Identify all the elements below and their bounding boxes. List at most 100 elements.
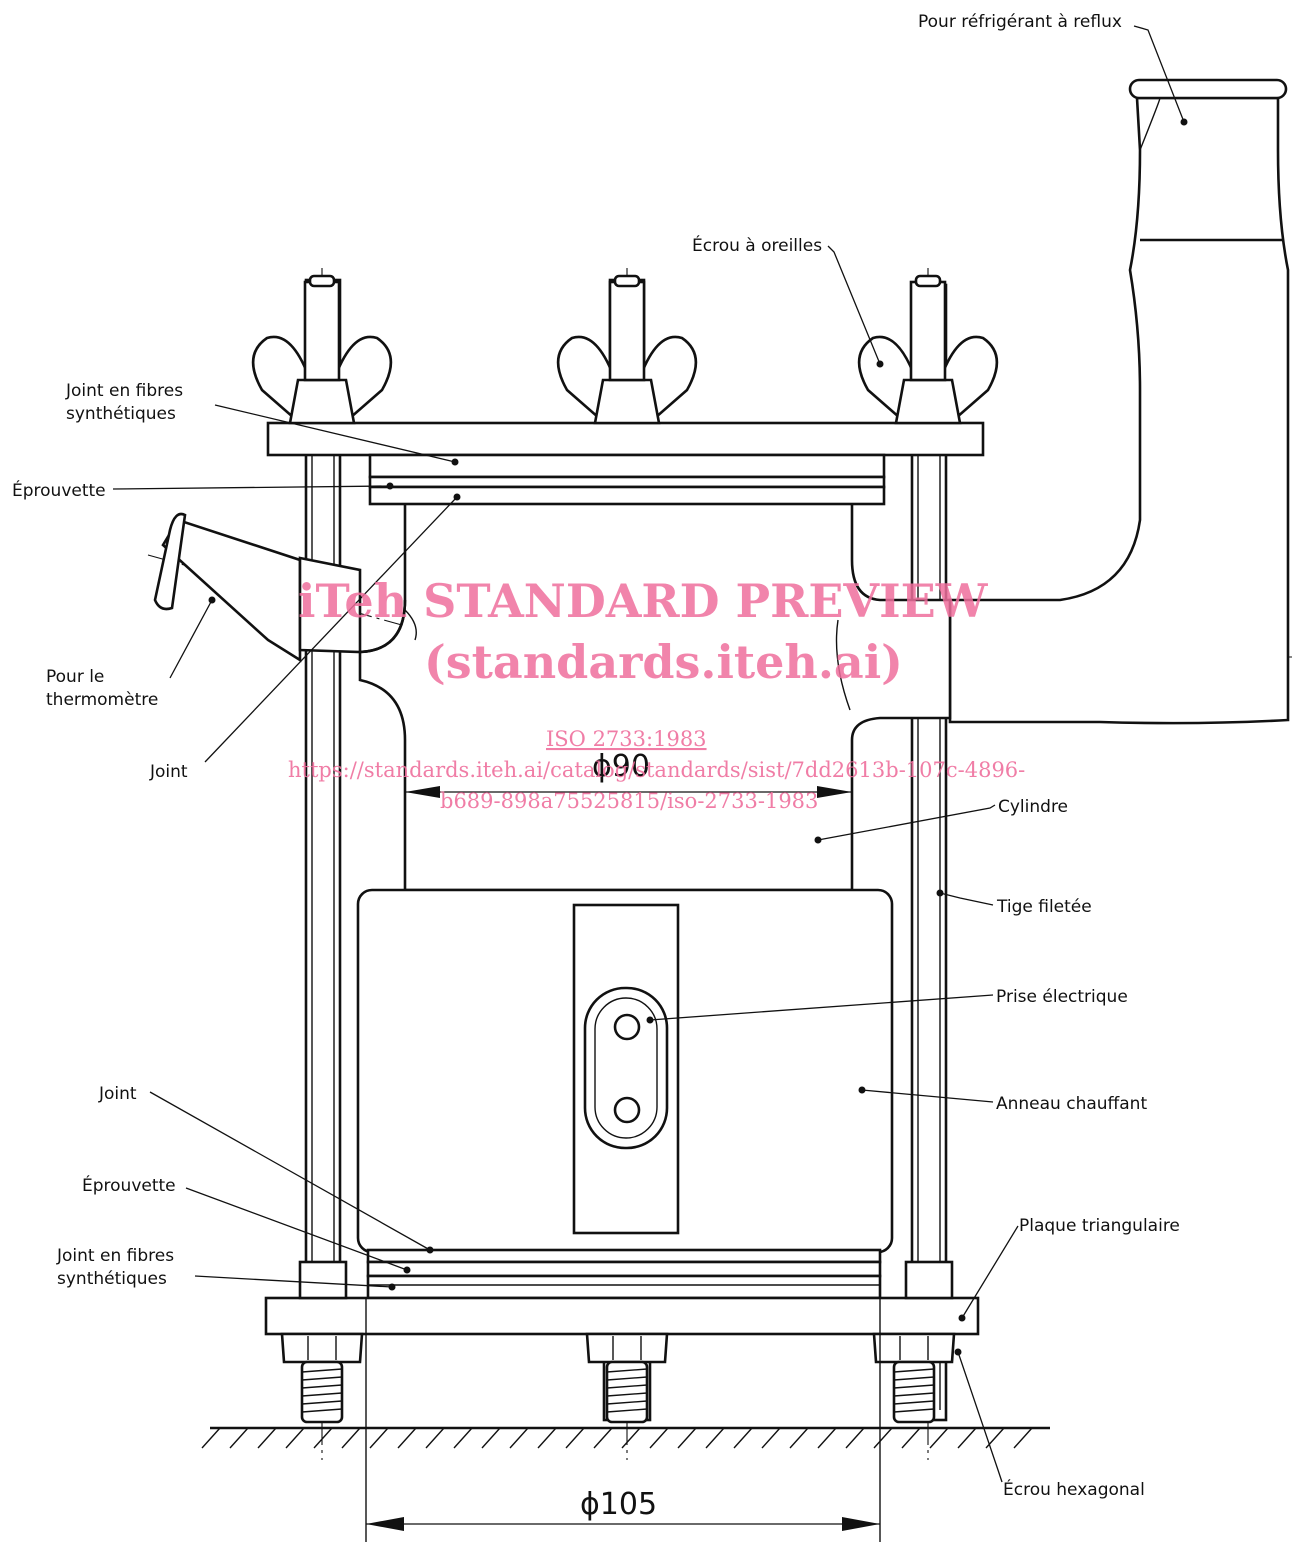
reflux-condenser-tube xyxy=(948,78,1290,725)
label-threaded-rod: Tige filetée xyxy=(996,897,1092,917)
hatch-line xyxy=(537,1427,557,1449)
wing-nut xyxy=(857,274,999,425)
hatch-line xyxy=(201,1427,221,1449)
rod-top xyxy=(909,280,947,382)
thread-line xyxy=(606,1400,648,1405)
hatch-line xyxy=(229,1427,249,1449)
wing-nut xyxy=(251,274,393,425)
thread-line xyxy=(893,1392,935,1397)
thread-line xyxy=(893,1376,935,1381)
hex-nut-body xyxy=(872,1332,956,1364)
hatch-line xyxy=(341,1427,361,1449)
wing-nut xyxy=(556,274,698,425)
label-gasket-low-1: Joint en fibres xyxy=(56,1246,174,1266)
hatch-line xyxy=(313,1427,333,1449)
label-plate: Plaque triangulaire xyxy=(1019,1216,1180,1236)
hatch-line xyxy=(705,1427,725,1449)
label-cylinder: Cylindre xyxy=(998,797,1068,817)
thread-line xyxy=(301,1408,343,1413)
thread-line xyxy=(893,1408,935,1413)
hatch-line xyxy=(733,1427,753,1449)
thread-line xyxy=(301,1376,343,1381)
label-specimen-low: Éprouvette xyxy=(82,1174,176,1196)
label-thermometer-2: thermomètre xyxy=(46,690,158,710)
watermark-url-1[interactable]: https://standards.iteh.ai/catalog/standa… xyxy=(288,758,1025,782)
leader-lines xyxy=(112,25,1188,1483)
label-joint-mid: Joint xyxy=(149,762,188,782)
label-wing-nut: Écrou à oreilles xyxy=(692,234,822,256)
hatch-line xyxy=(789,1427,809,1449)
thread-line xyxy=(301,1368,343,1373)
top-plate xyxy=(266,421,985,457)
hex-nut-body xyxy=(585,1332,669,1364)
hex-nut xyxy=(280,1332,364,1424)
wing-nut-body xyxy=(894,378,962,425)
thread-line xyxy=(606,1368,648,1373)
thread-line xyxy=(606,1384,648,1389)
label-joint-low: Joint xyxy=(98,1084,137,1104)
watermark: iTeh STANDARD PREVIEW (standards.iteh.ai… xyxy=(288,574,1025,813)
rod-tip xyxy=(914,274,942,288)
hatch-line xyxy=(453,1427,473,1449)
hatch-line xyxy=(593,1427,613,1449)
rod-tip xyxy=(308,274,336,288)
label-hex-nut: Écrou hexagonal xyxy=(1003,1478,1145,1500)
hatch-line xyxy=(369,1427,389,1449)
watermark-site: (standards.iteh.ai) xyxy=(424,635,903,689)
hatch-line xyxy=(649,1427,669,1449)
hatch-line xyxy=(257,1427,277,1449)
rod-bottom xyxy=(300,1360,344,1424)
watermark-standard[interactable]: ISO 2733:1983 xyxy=(546,727,707,751)
label-socket: Prise électrique xyxy=(996,987,1128,1007)
rod-bottom xyxy=(605,1360,649,1424)
hatch-line xyxy=(817,1427,837,1449)
thread-line xyxy=(606,1392,648,1397)
hatch-line xyxy=(845,1427,865,1449)
ground-hatching xyxy=(201,1426,1050,1449)
label-gasket-top-2: synthétiques xyxy=(66,404,176,424)
dimension-inner-label: ϕ90 xyxy=(592,749,650,784)
wing-nuts xyxy=(251,274,999,425)
hex-nut xyxy=(872,1332,956,1424)
hex-nut-body xyxy=(280,1332,364,1364)
wing-nut-body xyxy=(593,378,661,425)
rod-bottom xyxy=(892,1360,936,1424)
hatch-line xyxy=(285,1427,305,1449)
thread-line xyxy=(606,1408,648,1413)
hatch-line xyxy=(1013,1427,1033,1449)
hatch-line xyxy=(677,1427,697,1449)
label-thermometer-1: Pour le xyxy=(46,667,104,687)
label-heating-ring: Anneau chauffant xyxy=(996,1094,1147,1114)
thread-line xyxy=(301,1384,343,1389)
hatch-line xyxy=(509,1427,529,1449)
hatch-line xyxy=(397,1427,417,1449)
hatch-line xyxy=(901,1427,921,1449)
label-gasket-low-2: synthétiques xyxy=(57,1269,167,1289)
thread-line xyxy=(301,1392,343,1397)
thread-line xyxy=(893,1400,935,1405)
bottom-flange-stack xyxy=(366,1248,882,1300)
hatch-line xyxy=(985,1427,1005,1449)
hex-nut xyxy=(585,1332,669,1424)
hatch-line xyxy=(425,1427,445,1449)
heating-ring xyxy=(356,888,894,1254)
watermark-url-2[interactable]: b689-898a75525815/iso-2733-1983 xyxy=(440,789,818,813)
labels: Pour réfrigérant à reflux Écrou à oreill… xyxy=(12,12,1180,1500)
thread-line xyxy=(893,1368,935,1373)
rod-top xyxy=(608,280,646,382)
thread-line xyxy=(893,1384,935,1389)
hatch-line xyxy=(565,1427,585,1449)
thread-line xyxy=(606,1376,648,1381)
dimension-inner: ϕ90 xyxy=(405,749,852,798)
hatch-line xyxy=(621,1427,641,1449)
rod-tip xyxy=(613,274,641,288)
hatch-line xyxy=(481,1427,501,1449)
hatch-line xyxy=(929,1427,949,1449)
watermark-title: iTeh STANDARD PREVIEW xyxy=(298,574,989,628)
rod-top xyxy=(303,280,341,382)
dimension-outer: ϕ105 xyxy=(365,1298,881,1542)
hex-nuts xyxy=(280,1332,956,1424)
top-flange-stack xyxy=(368,453,886,506)
